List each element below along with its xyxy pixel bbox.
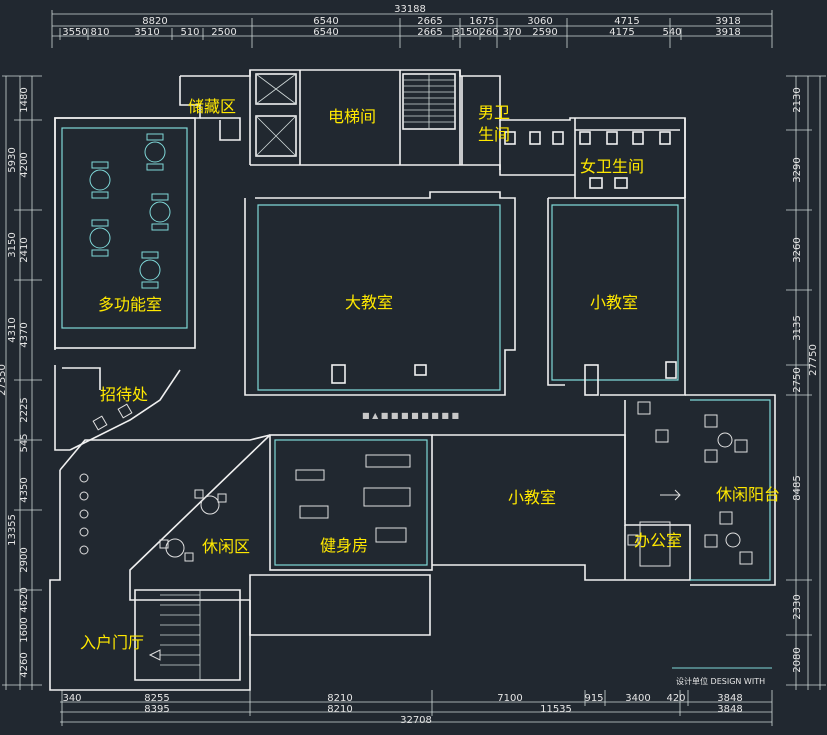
dim-top-4: 1675 (469, 16, 494, 27)
dim-top-7: 3918 (715, 16, 740, 27)
dim-left-12: 13355 (7, 514, 18, 546)
dim-left-8: 27550 (0, 364, 8, 396)
dim-left-7: 4370 (19, 322, 30, 347)
dim-bottom2-2: 8210 (327, 704, 352, 715)
label-male-wc-1: 男卫 (478, 103, 510, 122)
dim-left-13: 2900 (19, 547, 30, 572)
design-label: 设计单位 DESIGN WITH (676, 676, 765, 686)
dim-right-2: 3290 (792, 157, 803, 182)
label-reception: 招待处 (100, 385, 148, 404)
dim-left-10: 545 (19, 433, 30, 452)
dim-top2-9: 370 (502, 27, 521, 38)
dim-top2-extra: 810 (90, 27, 109, 38)
dim-right-6: 27750 (808, 344, 819, 376)
dim-left-2: 5930 (7, 147, 18, 172)
label-male-wc-2: 生间 (478, 125, 510, 144)
dim-right-9: 2080 (792, 647, 803, 672)
dim-top-1: 8820 (142, 16, 167, 27)
dim-top-2: 6540 (313, 16, 338, 27)
dim-right-8: 2330 (792, 594, 803, 619)
label-gym: 健身房 (320, 536, 368, 555)
dim-bottom-2: 8255 (144, 693, 169, 704)
dim-bottom-8: 3848 (717, 693, 742, 704)
center-note: ■ ▲ ■ ■ ■ ■ ■ ■ ■ ■ (362, 411, 459, 420)
dim-top2-13: 3918 (715, 27, 740, 38)
dim-left-16: 4260 (19, 652, 30, 677)
dim-right-1: 2130 (792, 87, 803, 112)
dim-left-15: 1600 (19, 617, 30, 642)
dim-top2-3: 510 (180, 27, 199, 38)
dim-top-total: 33188 (394, 4, 426, 15)
dim-left-14: 4620 (19, 587, 30, 612)
dim-top-3: 2665 (417, 16, 442, 27)
dim-left-6: 4310 (7, 317, 18, 342)
bottom-dimensions: 340 8255 8210 7100 915 3400 420 3848 839… (60, 690, 773, 726)
furniture (79, 133, 753, 661)
dim-top2-4: 2500 (211, 27, 236, 38)
dim-top2-5: 6540 (313, 27, 338, 38)
dim-left-5: 2410 (19, 237, 30, 262)
walls (49, 69, 776, 691)
dim-right-4: 3135 (792, 315, 803, 340)
dim-top2-1: 3550 (62, 27, 87, 38)
dim-bottom-3: 8210 (327, 693, 352, 704)
label-storage: 储藏区 (188, 97, 236, 116)
dim-bottom2-4: 3848 (717, 704, 742, 715)
label-entrance: 入户门厅 (80, 633, 144, 652)
label-office: 办公室 (634, 531, 682, 550)
dim-top2-7: 3150 (453, 27, 478, 38)
dim-right-3: 3260 (792, 237, 803, 262)
dim-bottom-1: 340 (62, 693, 81, 704)
top-dimensions: 33188 8820 6540 2665 1675 3060 4715 3918… (51, 4, 773, 48)
dim-left-3: 4200 (19, 152, 30, 177)
label-rest-area: 休闲区 (202, 537, 250, 556)
dim-left-4: 3150 (7, 232, 18, 257)
label-small-class-1: 小教室 (590, 293, 638, 312)
dim-bottom2-3: 11535 (540, 704, 572, 715)
label-lounge-balcony: 休闲阳台 (716, 485, 780, 504)
label-elevator: 电梯间 (328, 107, 376, 126)
dim-bottom-total: 32708 (400, 715, 432, 726)
dim-top2-12: 540 (662, 27, 681, 38)
dim-top2-11: 4175 (609, 27, 634, 38)
dim-top-5: 3060 (527, 16, 552, 27)
dim-bottom-6: 3400 (625, 693, 650, 704)
label-female-wc: 女卫生间 (580, 157, 644, 176)
room-labels: 储藏区 电梯间 男卫 生间 女卫生间 多功能室 大教室 小教室 招待处 小教室 … (80, 97, 780, 652)
dim-right-7: 8485 (792, 475, 803, 500)
label-small-class-2: 小教室 (508, 488, 556, 507)
dim-top2-2: 3510 (134, 27, 159, 38)
label-multi: 多功能室 (98, 295, 162, 314)
dim-top2-10: 2590 (532, 27, 557, 38)
dim-top2-8: 260 (479, 27, 498, 38)
dim-bottom2-1: 8395 (144, 704, 169, 715)
left-dimensions: 1480 5930 4200 3150 2410 4310 4370 27550… (0, 75, 42, 690)
dim-right-5: 2750 (792, 367, 803, 392)
right-dimensions: 2130 3290 3260 3135 2750 27750 8485 2330… (786, 75, 826, 690)
dim-top-6: 4715 (614, 16, 639, 27)
dim-left-11: 4350 (19, 477, 30, 502)
dim-bottom-7: 420 (666, 693, 685, 704)
dim-left-1: 1480 (19, 87, 30, 112)
dim-bottom-4: 7100 (497, 693, 522, 704)
dim-bottom-5: 915 (584, 693, 603, 704)
dim-left-9: 2225 (19, 397, 30, 422)
dim-top2-6: 2665 (417, 27, 442, 38)
label-big-class: 大教室 (345, 293, 393, 312)
